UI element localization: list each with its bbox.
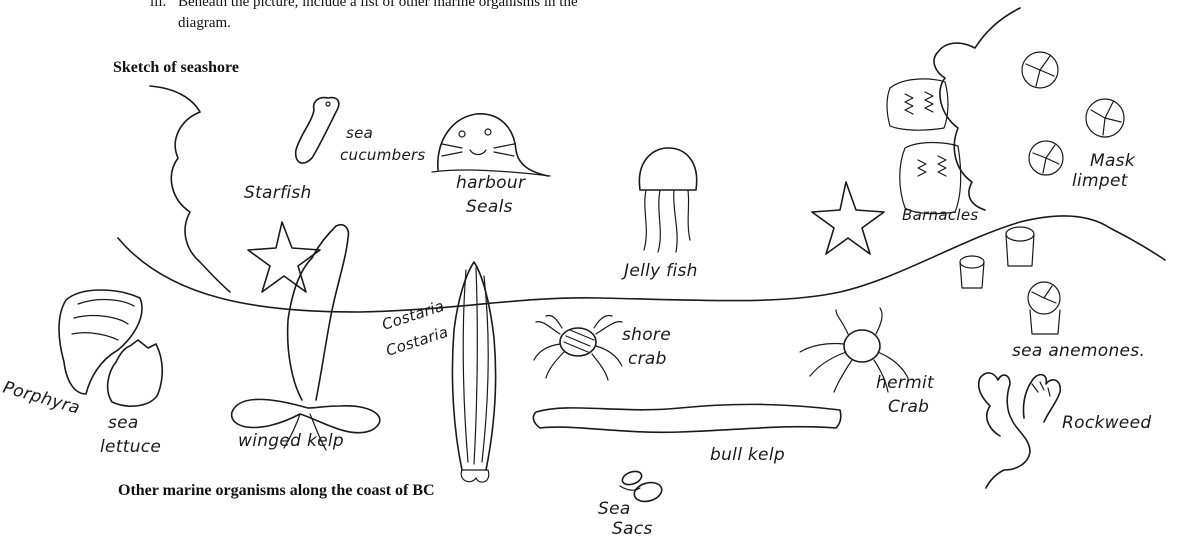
limpet-3 — [1029, 141, 1063, 175]
starfish-shape-2 — [812, 182, 884, 254]
label-shore-crab-2: crab — [628, 349, 667, 369]
harbour-seal-shape — [438, 114, 548, 176]
label-sea-anemones: sea anemones. — [1012, 341, 1145, 361]
rock-outline-right — [934, 8, 1020, 210]
anemone-2 — [1006, 227, 1034, 266]
label-hermit-crab-1: hermit — [876, 373, 935, 393]
starfish-shape-1 — [248, 222, 320, 292]
label-jelly-fish: Jelly fish — [621, 261, 698, 281]
label-sea-lettuce-2: lettuce — [100, 437, 161, 457]
label-hermit-crab-2: Crab — [888, 397, 929, 417]
label-winged-kelp: winged kelp — [238, 431, 344, 451]
label-barnacles: Barnacles — [902, 206, 979, 224]
anemone-3 — [1028, 282, 1060, 334]
label-harbour-seals-2: Seals — [466, 197, 513, 217]
limpet-1 — [1022, 52, 1058, 88]
label-sea-cucumbers-2: cucumbers — [340, 146, 426, 164]
sea-cucumber-shape — [296, 98, 339, 163]
sea-lettuce-shape — [108, 340, 163, 406]
barnacle-zigzag-1 — [905, 94, 913, 114]
rock-outline-left — [150, 86, 230, 292]
label-starfish: Starfish — [244, 183, 312, 203]
label-mask-limpet-1: Mask — [1090, 151, 1136, 171]
barnacle-zigzag-4 — [938, 156, 946, 176]
limpet-2 — [1086, 99, 1124, 137]
porphyra-shape — [59, 290, 142, 394]
anemone-1 — [960, 256, 984, 288]
label-bull-kelp: bull kelp — [710, 445, 785, 465]
rockweed-shape — [979, 373, 1030, 488]
costaria-shape — [452, 262, 495, 470]
label-sea-sacs-1: Sea — [598, 499, 631, 519]
label-rockweed: Rockweed — [1062, 413, 1151, 433]
barnacle-zigzag-2 — [925, 92, 933, 112]
label-mask-limpet-2: limpet — [1072, 171, 1129, 191]
label-sea-sacs-2: Sacs — [612, 519, 653, 538]
shore-crab-shape — [534, 316, 622, 381]
jellyfish-shape — [639, 148, 696, 190]
bull-kelp-shape — [533, 404, 840, 432]
rock-block-mid — [900, 143, 961, 214]
barnacle-zigzag-3 — [918, 160, 926, 176]
label-sea-cucumbers-1: sea — [346, 124, 373, 142]
label-shore-crab-1: shore — [622, 325, 671, 345]
label-harbour-seals-1: harbour — [456, 173, 526, 193]
label-sea-lettuce-1: sea — [108, 413, 139, 433]
rock-block-top — [887, 79, 948, 130]
